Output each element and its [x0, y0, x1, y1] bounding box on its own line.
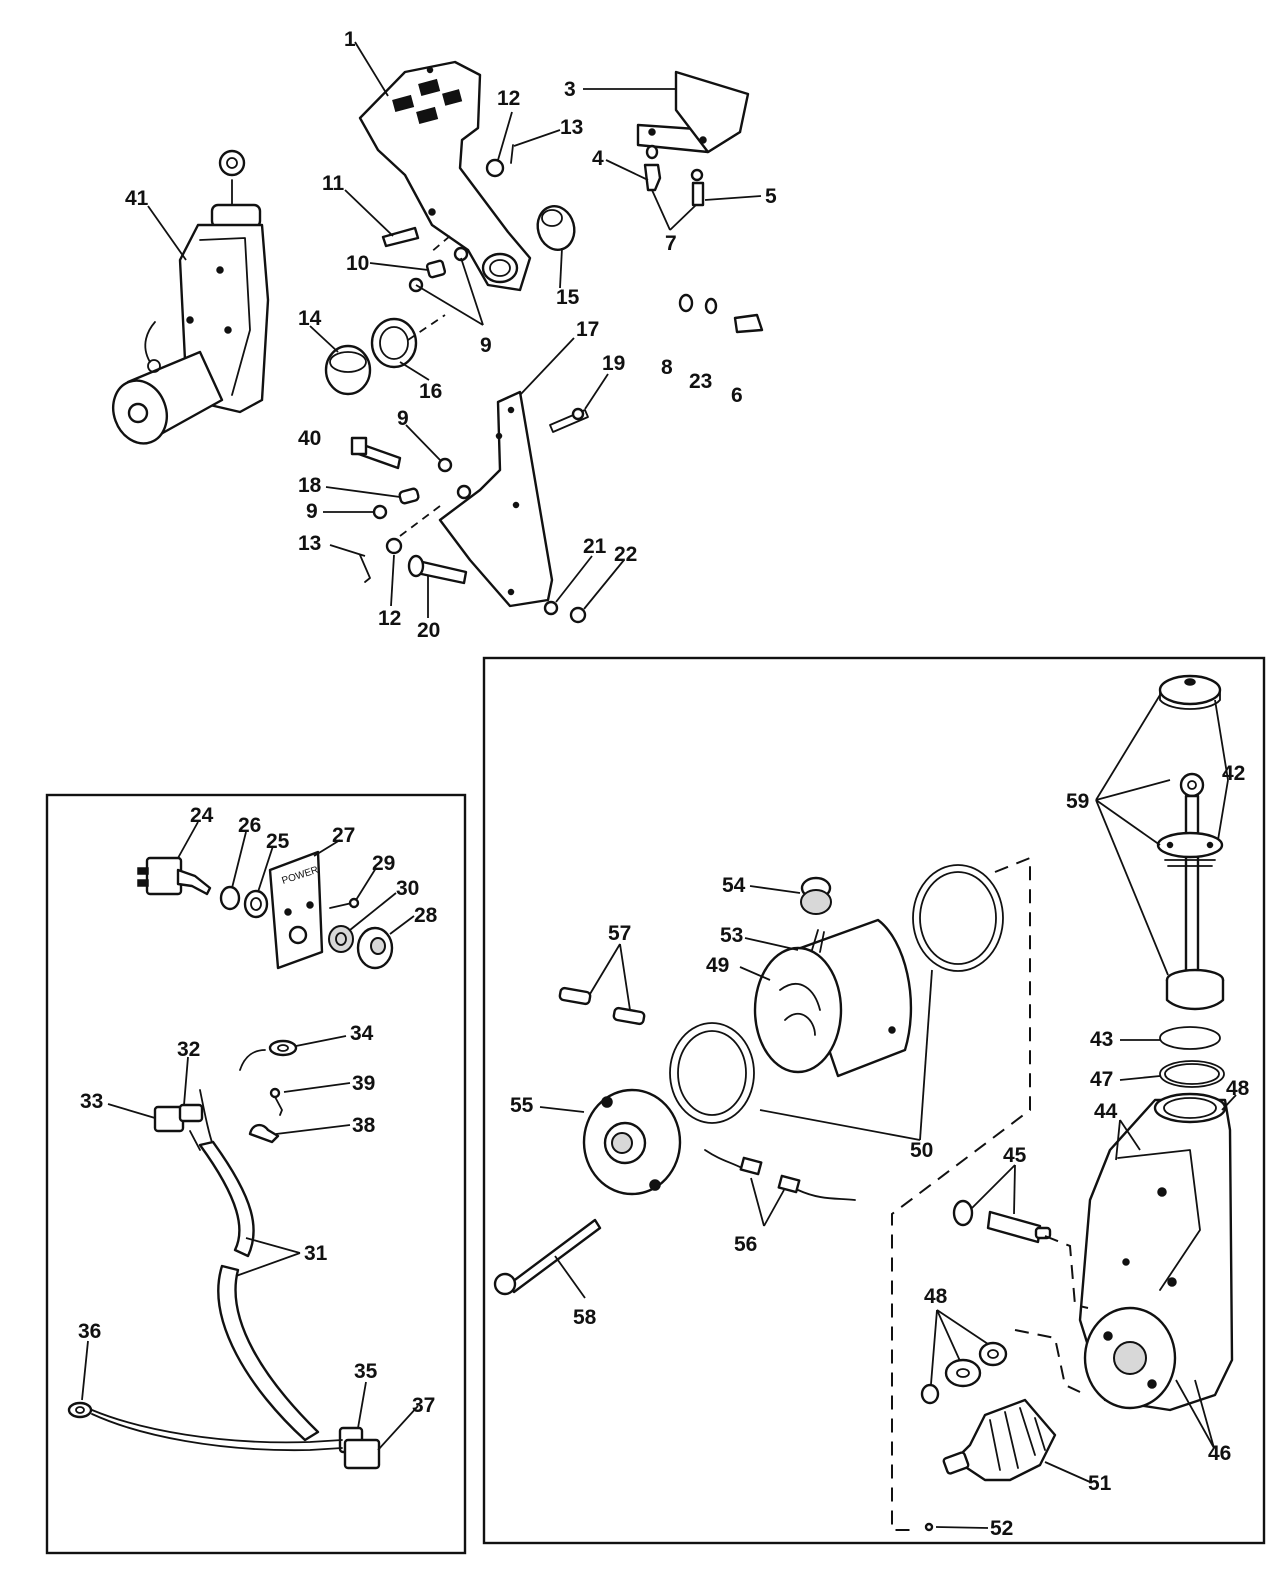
wiring-callouts: 24 26 25 27 29 30 28 34 32 39 33 38 31 3… — [78, 804, 438, 1417]
motor-panel-frame — [482, 656, 1266, 1545]
callout-35: 35 — [354, 1360, 378, 1383]
callout-25: 25 — [266, 830, 290, 853]
callout-51: 51 — [1088, 1472, 1112, 1495]
callout-13-b: 13 — [298, 532, 321, 555]
callout-13: 13 — [560, 116, 583, 139]
tilt-plate — [438, 390, 589, 608]
callout-50: 50 — [910, 1139, 933, 1162]
callout-48: 48 — [1226, 1077, 1250, 1100]
callout-36: 36 — [78, 1320, 101, 1343]
callout-12: 12 — [497, 87, 520, 110]
callout-30: 30 — [396, 877, 419, 900]
callout-9-b: 9 — [397, 407, 409, 430]
callout-48-b: 48 — [924, 1285, 948, 1308]
callout-22: 22 — [614, 543, 637, 566]
trim-motor-assembly — [112, 149, 270, 445]
callout-19: 19 — [602, 352, 625, 375]
callout-45: 45 — [1003, 1144, 1027, 1167]
callout-16: 16 — [419, 380, 442, 403]
trim-bracket — [358, 60, 532, 292]
callout-31: 31 — [304, 1242, 328, 1265]
callout-58: 58 — [573, 1306, 597, 1329]
callout-29: 29 — [372, 852, 395, 875]
callout-38: 38 — [352, 1114, 376, 1137]
callout-9-c: 9 — [306, 500, 318, 523]
angle-plate — [636, 70, 750, 154]
top-callouts: 1 3 12 13 4 5 7 11 41 10 15 14 9 17 8 23… — [125, 28, 777, 642]
wiring-parts: POWER — [67, 850, 394, 1470]
callout-17: 17 — [576, 318, 599, 341]
callout-1: 1 — [344, 28, 356, 51]
wiring-panel-frame — [45, 793, 467, 1555]
callout-8: 8 — [661, 356, 673, 379]
callout-56: 56 — [734, 1233, 757, 1256]
callout-44: 44 — [1094, 1100, 1118, 1123]
callout-12-b: 12 — [378, 607, 401, 630]
callout-47: 47 — [1090, 1068, 1113, 1091]
callout-3: 3 — [564, 78, 576, 101]
wiring-leader-lines — [81, 821, 419, 1451]
callout-9: 9 — [480, 334, 492, 357]
callout-32: 32 — [177, 1038, 200, 1061]
callout-26: 26 — [238, 814, 261, 837]
callout-7: 7 — [665, 232, 677, 255]
callout-28: 28 — [414, 904, 438, 927]
motor-parts — [493, 674, 1234, 1532]
callout-52: 52 — [990, 1517, 1013, 1540]
callout-34: 34 — [350, 1022, 374, 1045]
motor-leader-lines — [539, 694, 1237, 1529]
callout-33: 33 — [80, 1090, 103, 1113]
callout-59: 59 — [1066, 790, 1089, 813]
callout-15: 15 — [556, 286, 580, 309]
callout-46: 46 — [1208, 1442, 1231, 1465]
callout-24: 24 — [190, 804, 214, 827]
callout-55: 55 — [510, 1094, 534, 1117]
callout-14: 14 — [298, 307, 322, 330]
callout-10: 10 — [346, 252, 369, 275]
callout-41: 41 — [125, 187, 149, 210]
callout-18: 18 — [298, 474, 322, 497]
callout-53: 53 — [720, 924, 743, 947]
motor-callouts: 59 42 43 47 48 44 45 46 48 51 52 54 53 4… — [510, 762, 1250, 1540]
lower-top-hardware — [350, 436, 587, 624]
callout-37: 37 — [412, 1394, 435, 1417]
callout-42: 42 — [1222, 762, 1245, 785]
callout-5: 5 — [765, 185, 777, 208]
callout-57: 57 — [608, 922, 631, 945]
callout-27: 27 — [332, 824, 355, 847]
callout-40: 40 — [298, 427, 321, 450]
callout-20: 20 — [417, 619, 440, 642]
top-leader-lines — [147, 41, 762, 618]
callout-54: 54 — [722, 874, 746, 897]
callout-43: 43 — [1090, 1028, 1113, 1051]
callout-6: 6 — [731, 384, 743, 407]
callout-4: 4 — [592, 147, 604, 170]
callout-11: 11 — [322, 172, 345, 195]
callout-21: 21 — [583, 535, 607, 558]
callout-49: 49 — [706, 954, 729, 977]
top-hardware — [324, 144, 764, 396]
motor-dashed-lines — [891, 856, 1089, 1531]
callout-39: 39 — [352, 1072, 375, 1095]
callout-23: 23 — [689, 370, 712, 393]
